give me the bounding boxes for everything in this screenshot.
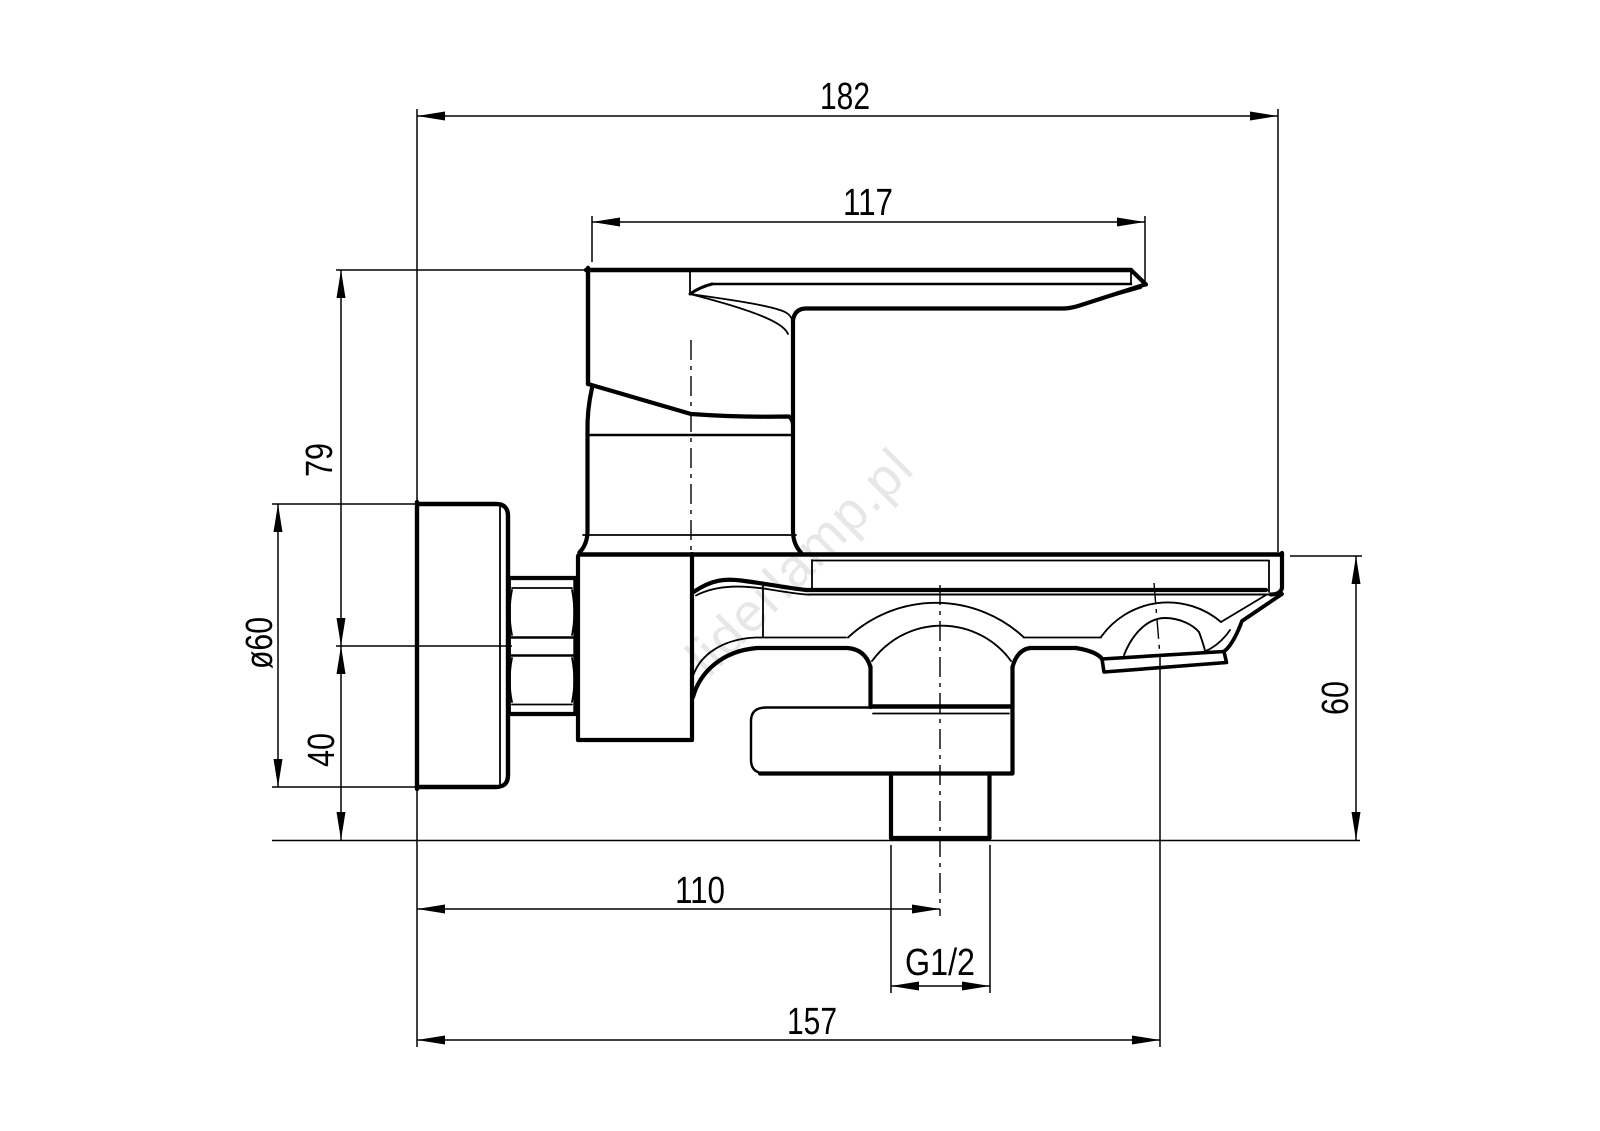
cartridge-body-line-1 (585, 385, 595, 435)
dimension-arrows-line-11 (417, 904, 445, 914)
spout-underside-line-7 (871, 624, 1012, 662)
dimension-arrows-line-10 (273, 759, 283, 787)
spout-underside-line-6 (847, 601, 1025, 639)
diverter-block (749, 704, 1015, 776)
cartridge-body (577, 317, 804, 555)
spout-underside-line-1 (690, 645, 760, 700)
handle-lever-line-4 (1128, 267, 1149, 287)
dimension-arrows-line-4 (1117, 217, 1145, 227)
outlet-aerator-line-3 (1220, 594, 1267, 623)
dimension-arrows-line-3 (592, 217, 620, 227)
spout-underside-line-14 (1123, 617, 1206, 656)
hex-nut-line-12 (571, 657, 576, 703)
dimension-arrows-line-8 (336, 812, 346, 840)
spout-underside (690, 585, 1222, 710)
spout-underside-line-13 (1100, 601, 1222, 638)
hex-nut-line-10 (571, 589, 576, 636)
handle-lever-line-7 (688, 282, 714, 296)
handle-lever-line-12 (689, 293, 789, 335)
spout (576, 550, 1285, 597)
outlet-centerline (1153, 582, 1161, 657)
dimension-arrows-line-15 (417, 1035, 445, 1045)
outlet-aerator-line-1 (1100, 649, 1229, 674)
dimension-arrows-line-5 (336, 270, 346, 298)
cartridge-body-line-3 (790, 317, 804, 555)
dimension-arrows-line-7 (336, 646, 346, 674)
outlet-aerator-line-4 (1203, 629, 1231, 653)
dim-117-label: 117 (843, 182, 893, 224)
outlet-aerator-line-2 (1222, 592, 1284, 654)
hex-nut-line-9 (508, 589, 513, 636)
spout-underside-line-12 (1073, 645, 1105, 662)
cartridge-body-line-2 (577, 429, 590, 555)
spout-underside-line-9 (1010, 645, 1033, 670)
dimension-arrows-line-17 (1351, 556, 1361, 584)
dimension-arrows-line-18 (1351, 812, 1361, 840)
spout-underside-line-4 (692, 636, 847, 677)
dimension-arrows-line-9 (273, 504, 283, 532)
dim-40-label: 40 (301, 733, 343, 767)
dimension-arrows (273, 111, 1361, 1045)
dimension-arrows-line-1 (417, 111, 445, 121)
dimension-arrows-line-2 (1250, 111, 1278, 121)
dimension-arrows-line-16 (1132, 1035, 1160, 1045)
handle-lever (583, 265, 1149, 427)
dim-110-label: 110 (675, 870, 725, 912)
spout-line-7 (691, 577, 809, 595)
dimension-lines (272, 109, 1362, 1047)
spout-line-3 (1268, 550, 1285, 597)
outlet-aerator (1100, 592, 1284, 674)
centerlines (690, 340, 1161, 916)
hex-nut (506, 575, 578, 717)
diverter-block-line-1 (749, 706, 873, 775)
dimension-arrows-line-13 (891, 981, 919, 991)
spout-line-8 (695, 585, 810, 597)
faucet-outline (414, 265, 1285, 841)
dimension-arrows-line-14 (962, 981, 990, 991)
handle-lever-line-10 (1079, 287, 1142, 306)
dim-60-label: 60 (1315, 681, 1357, 715)
dim-157-label: 157 (787, 1001, 837, 1043)
handle-lever-line-5 (790, 282, 1148, 323)
dim-182-label: 182 (820, 76, 870, 118)
hex-nut-line-11 (508, 657, 513, 703)
dimension-arrows-line-6 (336, 618, 346, 646)
dimension-arrows-line-12 (912, 904, 940, 914)
escutcheon-block (575, 551, 695, 743)
handle-lever-line-11 (689, 293, 794, 322)
spout-underside-line-2 (754, 645, 873, 670)
dim-79-label: 79 (299, 443, 341, 477)
dim-g12-label: G1/2 (905, 942, 975, 984)
dimension-labels: 182 117 79 ø60 40 110 G1/2 157 60 (239, 76, 1357, 1043)
dim-d60-label: ø60 (239, 617, 281, 669)
